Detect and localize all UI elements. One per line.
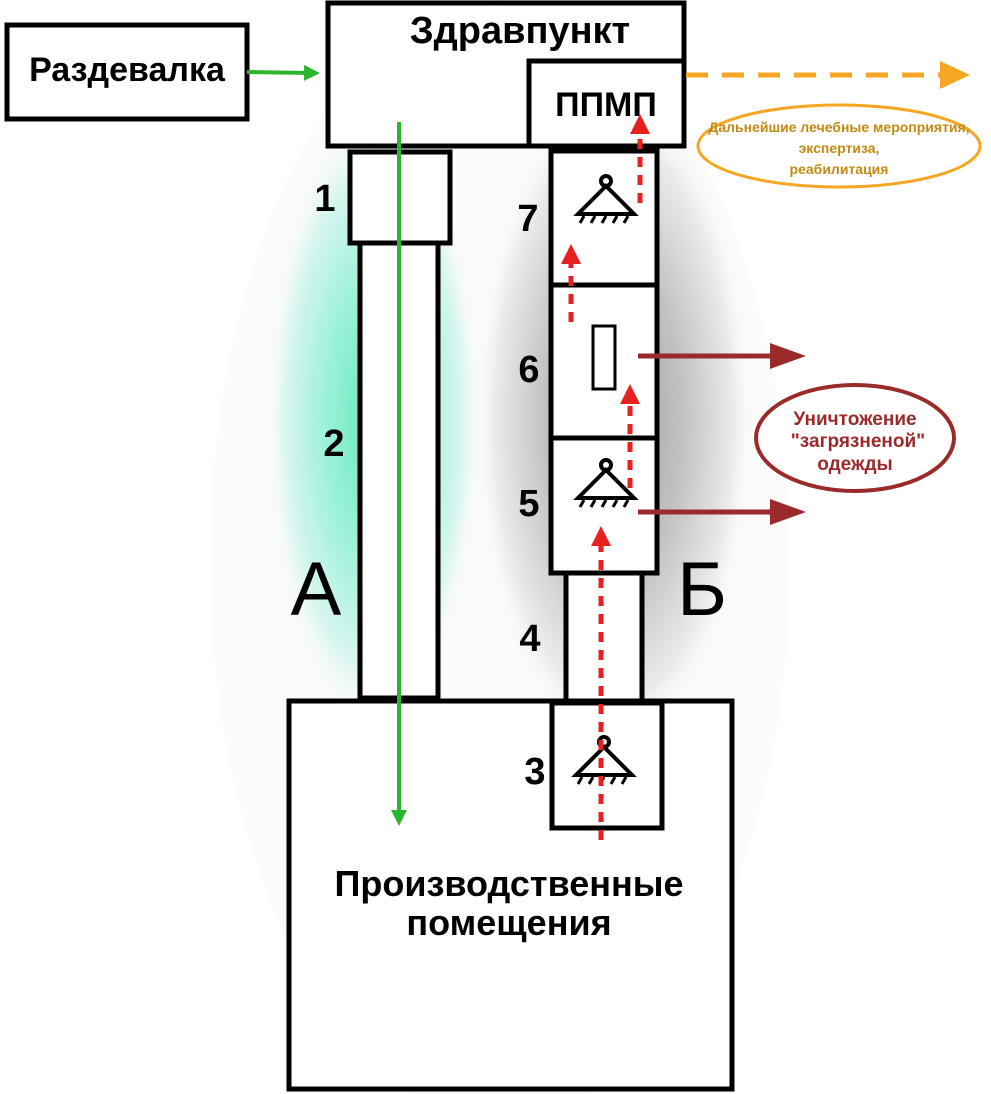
locker-room-label: Раздевалка [29, 51, 226, 89]
ppmp-box [526, 58, 687, 149]
further-care-bubble [696, 103, 982, 189]
disposal-line1: Уничтожение [793, 409, 916, 430]
room-number-5: 5 [518, 483, 539, 525]
further-care-line2: экспертиза, [799, 140, 880, 156]
further-care-line1: Дальнейшие лечебные мероприятия, [708, 119, 969, 135]
zone-b-label: Б [677, 547, 727, 632]
shower-icon [573, 458, 639, 508]
disposal-bubble [754, 383, 956, 493]
further-care-arrowhead [940, 61, 970, 89]
ppmp-label: ППМП [555, 86, 657, 124]
disposal-line2: "загрязненой" [791, 431, 925, 452]
zone-a-label: А [291, 547, 342, 632]
further-care-line3: реабилитация [790, 161, 889, 177]
disposal-line3: одежды [817, 454, 893, 475]
disposal-arrowhead-room6 [770, 343, 806, 369]
room-number-6: 6 [518, 349, 539, 391]
production-label-line1: Производственные [334, 863, 683, 904]
room-number-1: 1 [314, 178, 335, 220]
room-number-4: 4 [519, 618, 540, 660]
locker-to-health-arrow [246, 64, 320, 81]
shower-icon [573, 174, 639, 224]
room-number-3: 3 [524, 751, 545, 793]
health-post-label: Здравпункт [410, 10, 630, 52]
disposal-arrowhead-room5 [770, 499, 806, 525]
room-4 [563, 570, 645, 704]
production-label-line2: помещения [406, 902, 611, 943]
room-number-7: 7 [517, 198, 538, 240]
clothes-rack-icon [591, 324, 617, 391]
room-number-2: 2 [323, 423, 344, 465]
